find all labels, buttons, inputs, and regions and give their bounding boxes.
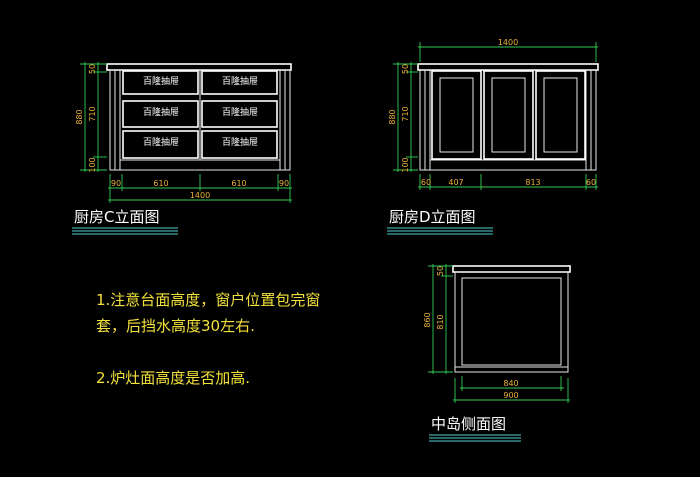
island-dim: 810 (436, 314, 445, 329)
d-left-dimensions: 50 710 880 100 (388, 62, 418, 173)
c-bottom-dimensions: 90 610 610 90 1400 (108, 174, 292, 203)
c-countertop (106, 63, 292, 71)
c-drawer-label: 百隆抽屉 (143, 136, 179, 148)
c-drawer (122, 70, 199, 95)
c-drawer (201, 70, 278, 95)
c-dim: 90 (279, 179, 289, 188)
island-dim: 50 (436, 266, 445, 276)
c-drawers: 百隆抽屉 百隆抽屉 百隆抽屉 百隆抽屉 百隆抽屉 百隆抽屉 (122, 70, 278, 159)
island-side-title: 中岛侧面图 (431, 415, 506, 433)
c-left-dimensions: 50 710 880 100 (75, 62, 107, 173)
c-drawer (201, 100, 278, 128)
island-dim-inner: 840 (503, 379, 518, 388)
kitchen-c-title: 厨房C立面图 (74, 208, 159, 226)
d-door (431, 70, 482, 160)
island-dim-total: 900 (503, 391, 518, 400)
kitchen-d-title: 厨房D立面图 (389, 208, 476, 226)
d-bottom-dimensions: 60 407 813 60 (418, 174, 598, 190)
note-line-1: 1.注意台面高度，窗户位置包完窗 (96, 291, 320, 309)
c-drawer-label: 百隆抽屉 (143, 75, 179, 87)
c-drawer (122, 100, 199, 128)
c-dim: 100 (88, 157, 97, 172)
d-dim: 50 (401, 64, 410, 74)
d-dim: 60 (586, 178, 596, 187)
island-bottom-dimensions: 840 900 (453, 376, 570, 403)
d-doors (431, 70, 586, 160)
c-dim: 710 (88, 106, 97, 121)
island-dim: 860 (423, 312, 432, 327)
note-line-2: 套，后挡水高度30左右. (96, 317, 255, 335)
kitchen-c-elevation: 百隆抽屉 百隆抽屉 百隆抽屉 百隆抽屉 百隆抽屉 百隆抽屉 50 710 880… (72, 62, 292, 235)
c-dim: 880 (75, 109, 84, 124)
c-drawer-label: 百隆抽屉 (222, 136, 258, 148)
d-dim: 710 (401, 106, 410, 121)
design-notes: 1.注意台面高度，窗户位置包完窗 套，后挡水高度30左右. 2.炉灶面高度是否加… (96, 291, 320, 387)
island-side-elevation: 50 810 860 840 900 中岛侧面图 (423, 264, 571, 442)
c-dim: 90 (111, 179, 121, 188)
d-dim: 60 (421, 178, 431, 187)
island-panel (461, 277, 562, 366)
c-drawer-label: 百隆抽屉 (222, 106, 258, 118)
c-dim-total: 1400 (190, 191, 210, 200)
d-dim: 100 (401, 157, 410, 172)
d-door (483, 70, 534, 160)
d-door (535, 70, 586, 160)
note-line-3: 2.炉灶面高度是否加高. (96, 369, 250, 387)
island-body (454, 271, 569, 373)
island-left-dimensions: 50 810 860 (423, 264, 453, 374)
c-dim: 610 (153, 179, 168, 188)
c-drawer-label: 百隆抽屉 (222, 75, 258, 87)
d-dim: 880 (388, 109, 397, 124)
d-dim-top: 1400 (498, 38, 518, 47)
c-drawer (201, 130, 278, 159)
c-drawer (122, 130, 199, 159)
d-countertop (417, 63, 599, 71)
kitchen-d-elevation: 1400 50 710 880 (387, 38, 599, 235)
c-dim: 610 (231, 179, 246, 188)
d-carcass (429, 69, 587, 171)
d-top-dimension: 1400 (418, 38, 598, 62)
c-drawer-label: 百隆抽屉 (143, 106, 179, 118)
island-countertop (452, 265, 571, 273)
d-dim: 407 (448, 178, 463, 187)
d-dim: 813 (525, 178, 540, 187)
c-dim: 50 (88, 64, 97, 74)
